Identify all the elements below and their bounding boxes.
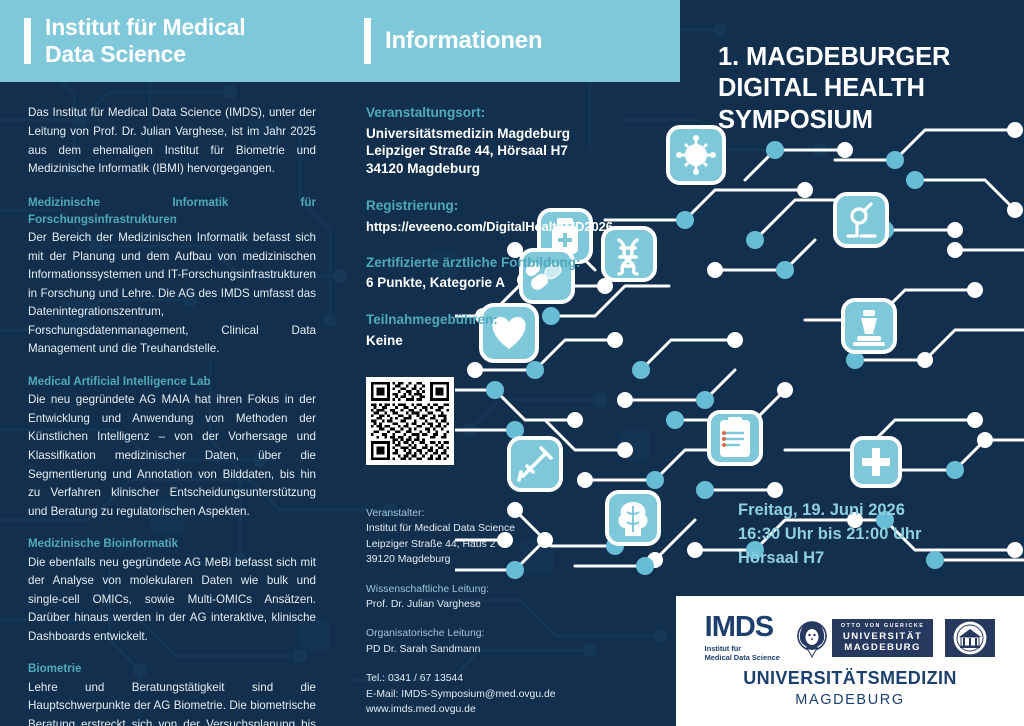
middle-column: Veranstaltungsort: Universitätsmedizin M… (366, 104, 666, 466)
contact-email[interactable]: E-Mail: IMDS-Symposium@med.ovgu.de (366, 688, 556, 700)
section-heading: Biometrie (28, 662, 82, 676)
organizer-line: Prof. Dr. Julian Varghese (366, 598, 481, 610)
organizer-line: Leipziger Straße 44, Haus 2 (366, 538, 496, 550)
qr-code-icon (371, 382, 449, 461)
section-mai-lab: Medical Artificial Intelligence Lab Die … (28, 374, 316, 521)
info-label: Registrierung: (366, 197, 459, 213)
information-title: Informationen (385, 26, 543, 54)
organizer-line: 39120 Magdeburg (366, 554, 451, 566)
organizer-line: PD Dr. Sarah Sandmann (366, 643, 481, 655)
event-datetime: Freitag, 19. Juni 2026 16:30 Uhr bis 21:… (738, 498, 1008, 570)
section-heading: Medical Artificial Intelligence Lab (28, 374, 211, 388)
institute-title-line2: Data Science (45, 41, 186, 67)
event-title-line2: DIGITAL HEALTH (718, 74, 925, 103)
unimed-wordmark: UNIVERSITÄTSMEDIZIN MAGDEBURG (676, 668, 1024, 709)
section-body: Lehre und Beratungstätigkeit sind die Ha… (28, 680, 316, 726)
circuit-board-artwork (455, 122, 1024, 579)
imds-wordmark: IMDS (704, 611, 775, 644)
info-block-registration: Registrierung: https://eveeno.com/Digita… (366, 197, 666, 235)
info-block-fees: Teilnahmegebühren: Keine (366, 311, 666, 349)
section-body: Die neu gegründete AG MAIA hat ihren Fok… (28, 393, 316, 518)
organizer-organisational-lead: Organisatorische Leitung: PD Dr. Sarah S… (366, 626, 666, 657)
organizer-block: Veranstalter: Institut für Medical Data … (366, 506, 666, 726)
institute-title: Institut für Medical Data Science (45, 13, 246, 68)
institute-title-line1: Institut für Medical (45, 13, 246, 40)
icon-tile-group (479, 125, 902, 546)
organizer-veranstalter: Veranstalter: Institut für Medical Data … (366, 506, 666, 568)
accent-bar-left (24, 18, 31, 64)
unimed-line2: MAGDEBURG (795, 691, 905, 708)
guericke-portrait-icon (797, 621, 827, 658)
qr-code[interactable] (366, 377, 454, 466)
right-panel: 1. MAGDEBURGER DIGITAL HEALTH SYMPOSIUM … (680, 0, 1024, 726)
section-heading: Medizinische Informatik für Forschungsin… (28, 196, 316, 226)
info-line: Keine (366, 332, 403, 348)
section-body: Der Bereich der Medizinischen Informatik… (28, 231, 316, 356)
info-line: 34120 Magdeburg (366, 161, 481, 177)
section-heading: Medizinische Bioinformatik (28, 537, 179, 551)
event-title-line3: SYMPOSIUM (718, 105, 873, 134)
accent-bar-right (364, 18, 371, 64)
imds-subtitle-line1: Institut für (704, 643, 742, 653)
contact-website[interactable]: www.imds.med.ovgu.de (366, 703, 476, 715)
event-title-line1: 1. MAGDEBURGER (718, 43, 951, 71)
logo-card: IMDS Institut für Medical Data Science (676, 596, 1024, 726)
event-room: Hörsaal H7 (738, 549, 825, 568)
info-line: Universitätsmedizin Magdeburg (366, 125, 571, 141)
section-bioinformatik: Medizinische Bioinformatik Die ebenfalls… (28, 536, 316, 646)
info-label: Teilnahmegebühren: (366, 312, 498, 328)
header-institute: Institut für Medical Data Science (0, 0, 340, 82)
ovgu-line1: OTTO VON GUERICKE (840, 623, 925, 630)
info-block-venue: Veranstaltungsort: Universitätsmedizin M… (366, 104, 666, 178)
info-block-cme: Zertifizierte ärztliche Fortbildung: 6 P… (366, 254, 666, 292)
organizer-label: Veranstalter: (366, 508, 425, 519)
info-line: Leipziger Straße 44, Hörsaal H7 (366, 143, 568, 159)
ovgu-line3: MAGDEBURG (844, 641, 921, 653)
organizer-line: Institut für Medical Data Science (366, 523, 516, 535)
header-information: Informationen (340, 0, 680, 82)
organizer-label: Wissenschaftliche Leitung: (366, 583, 490, 595)
organizer-scientific-lead: Wissenschaftliche Leitung: Prof. Dr. Jul… (366, 582, 666, 613)
event-time: 16:30 Uhr bis 21:00 Uhr (738, 525, 922, 544)
event-title: 1. MAGDEBURGER DIGITAL HEALTH SYMPOSIUM (718, 42, 1018, 136)
section-body: Die ebenfalls neu gegründete AG MeBi bef… (28, 555, 316, 643)
imds-logo: IMDS Institut für Medical Data Science (704, 611, 780, 662)
info-label: Zertifizierte ärztliche Fortbildung: (366, 254, 581, 270)
event-date: Freitag, 19. Juni 2026 (738, 501, 905, 519)
imds-subtitle-line2: Medical Data Science (704, 652, 780, 662)
registration-url[interactable]: https://eveeno.com/DigitalHealthMD2026 (366, 218, 613, 234)
organizer-contact: Tel.: 0341 / 67 13544 E-Mail: IMDS-Sympo… (366, 671, 666, 717)
info-label: Veranstaltungsort: (366, 105, 486, 120)
unimed-line1: UNIVERSITÄTSMEDIZIN (743, 668, 957, 688)
logo-row: IMDS Institut für Medical Data Science (676, 610, 1024, 666)
organizer-label: Organisatorische Leitung: (366, 628, 485, 640)
header-band: Institut für Medical Data Science Inform… (0, 0, 680, 82)
ovgu-logo: OTTO VON GUERICKE UNIVERSITÄT MAGDEBURG (792, 618, 934, 658)
intro-paragraph: Das Institut für Medical Data Science (I… (28, 106, 316, 176)
ovgu-nameplate: OTTO VON GUERICKE UNIVERSITÄT MAGDEBURG (831, 619, 934, 657)
imds-subtitle: Institut für Medical Data Science (705, 644, 780, 662)
contact-phone: Tel.: 0341 / 67 13544 (366, 673, 464, 685)
section-biometrie: Biometrie Lehre und Beratungstätigkeit s… (28, 661, 316, 726)
info-line: 6 Punkte, Kategorie A (366, 275, 506, 291)
section-medizinische-informatik: Medizinische Informatik für Forschungsin… (28, 195, 316, 359)
faculty-seal-icon (952, 620, 988, 656)
left-column: Das Institut für Medical Data Science (I… (28, 104, 316, 726)
ovgu-line2: UNIVERSITÄT (842, 630, 923, 642)
faculty-seal-logo (945, 619, 996, 657)
